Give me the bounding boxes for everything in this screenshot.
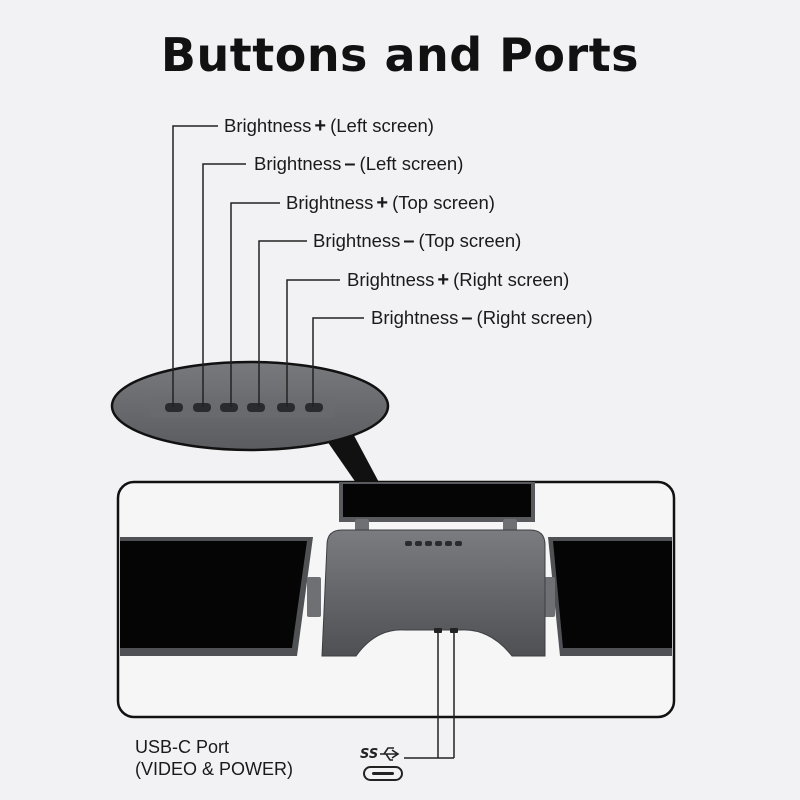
label-brightness-plus-top: Brightness+(Top screen)	[286, 192, 495, 214]
usb-c-port-name: USB-C Port	[135, 737, 230, 757]
right-screen	[541, 537, 672, 656]
usb-c-port-function: (VIDEO & POWER)	[135, 759, 294, 779]
port-leader-lines	[404, 633, 455, 759]
usb-c-port-icon	[363, 766, 403, 781]
button-6	[305, 403, 323, 412]
button-3	[220, 403, 238, 412]
label-brightness-plus-right: Brightness+(Right screen)	[347, 269, 570, 291]
label-brightness-minus-right: Brightness–(Right screen)	[371, 307, 593, 329]
button-row	[165, 403, 323, 412]
superspeed-usb-icon: SS	[360, 747, 400, 762]
page-title: Buttons and Ports	[160, 28, 640, 82]
button-2	[193, 403, 211, 412]
label-brightness-minus-top: Brightness–(Top screen)	[313, 230, 522, 252]
hub-body	[321, 529, 546, 657]
svg-text:SS: SS	[360, 747, 378, 762]
button-4	[247, 403, 265, 412]
button-1	[165, 403, 183, 412]
usb-c-port-label: USB-C Port (VIDEO & POWER)	[135, 736, 293, 780]
button-5	[277, 403, 295, 412]
left-screen	[120, 537, 321, 656]
label-brightness-minus-left: Brightness–(Left screen)	[254, 153, 464, 175]
label-brightness-plus-left: Brightness+(Left screen)	[224, 115, 434, 137]
top-screen	[339, 482, 535, 533]
leader-lines	[172, 125, 364, 407]
